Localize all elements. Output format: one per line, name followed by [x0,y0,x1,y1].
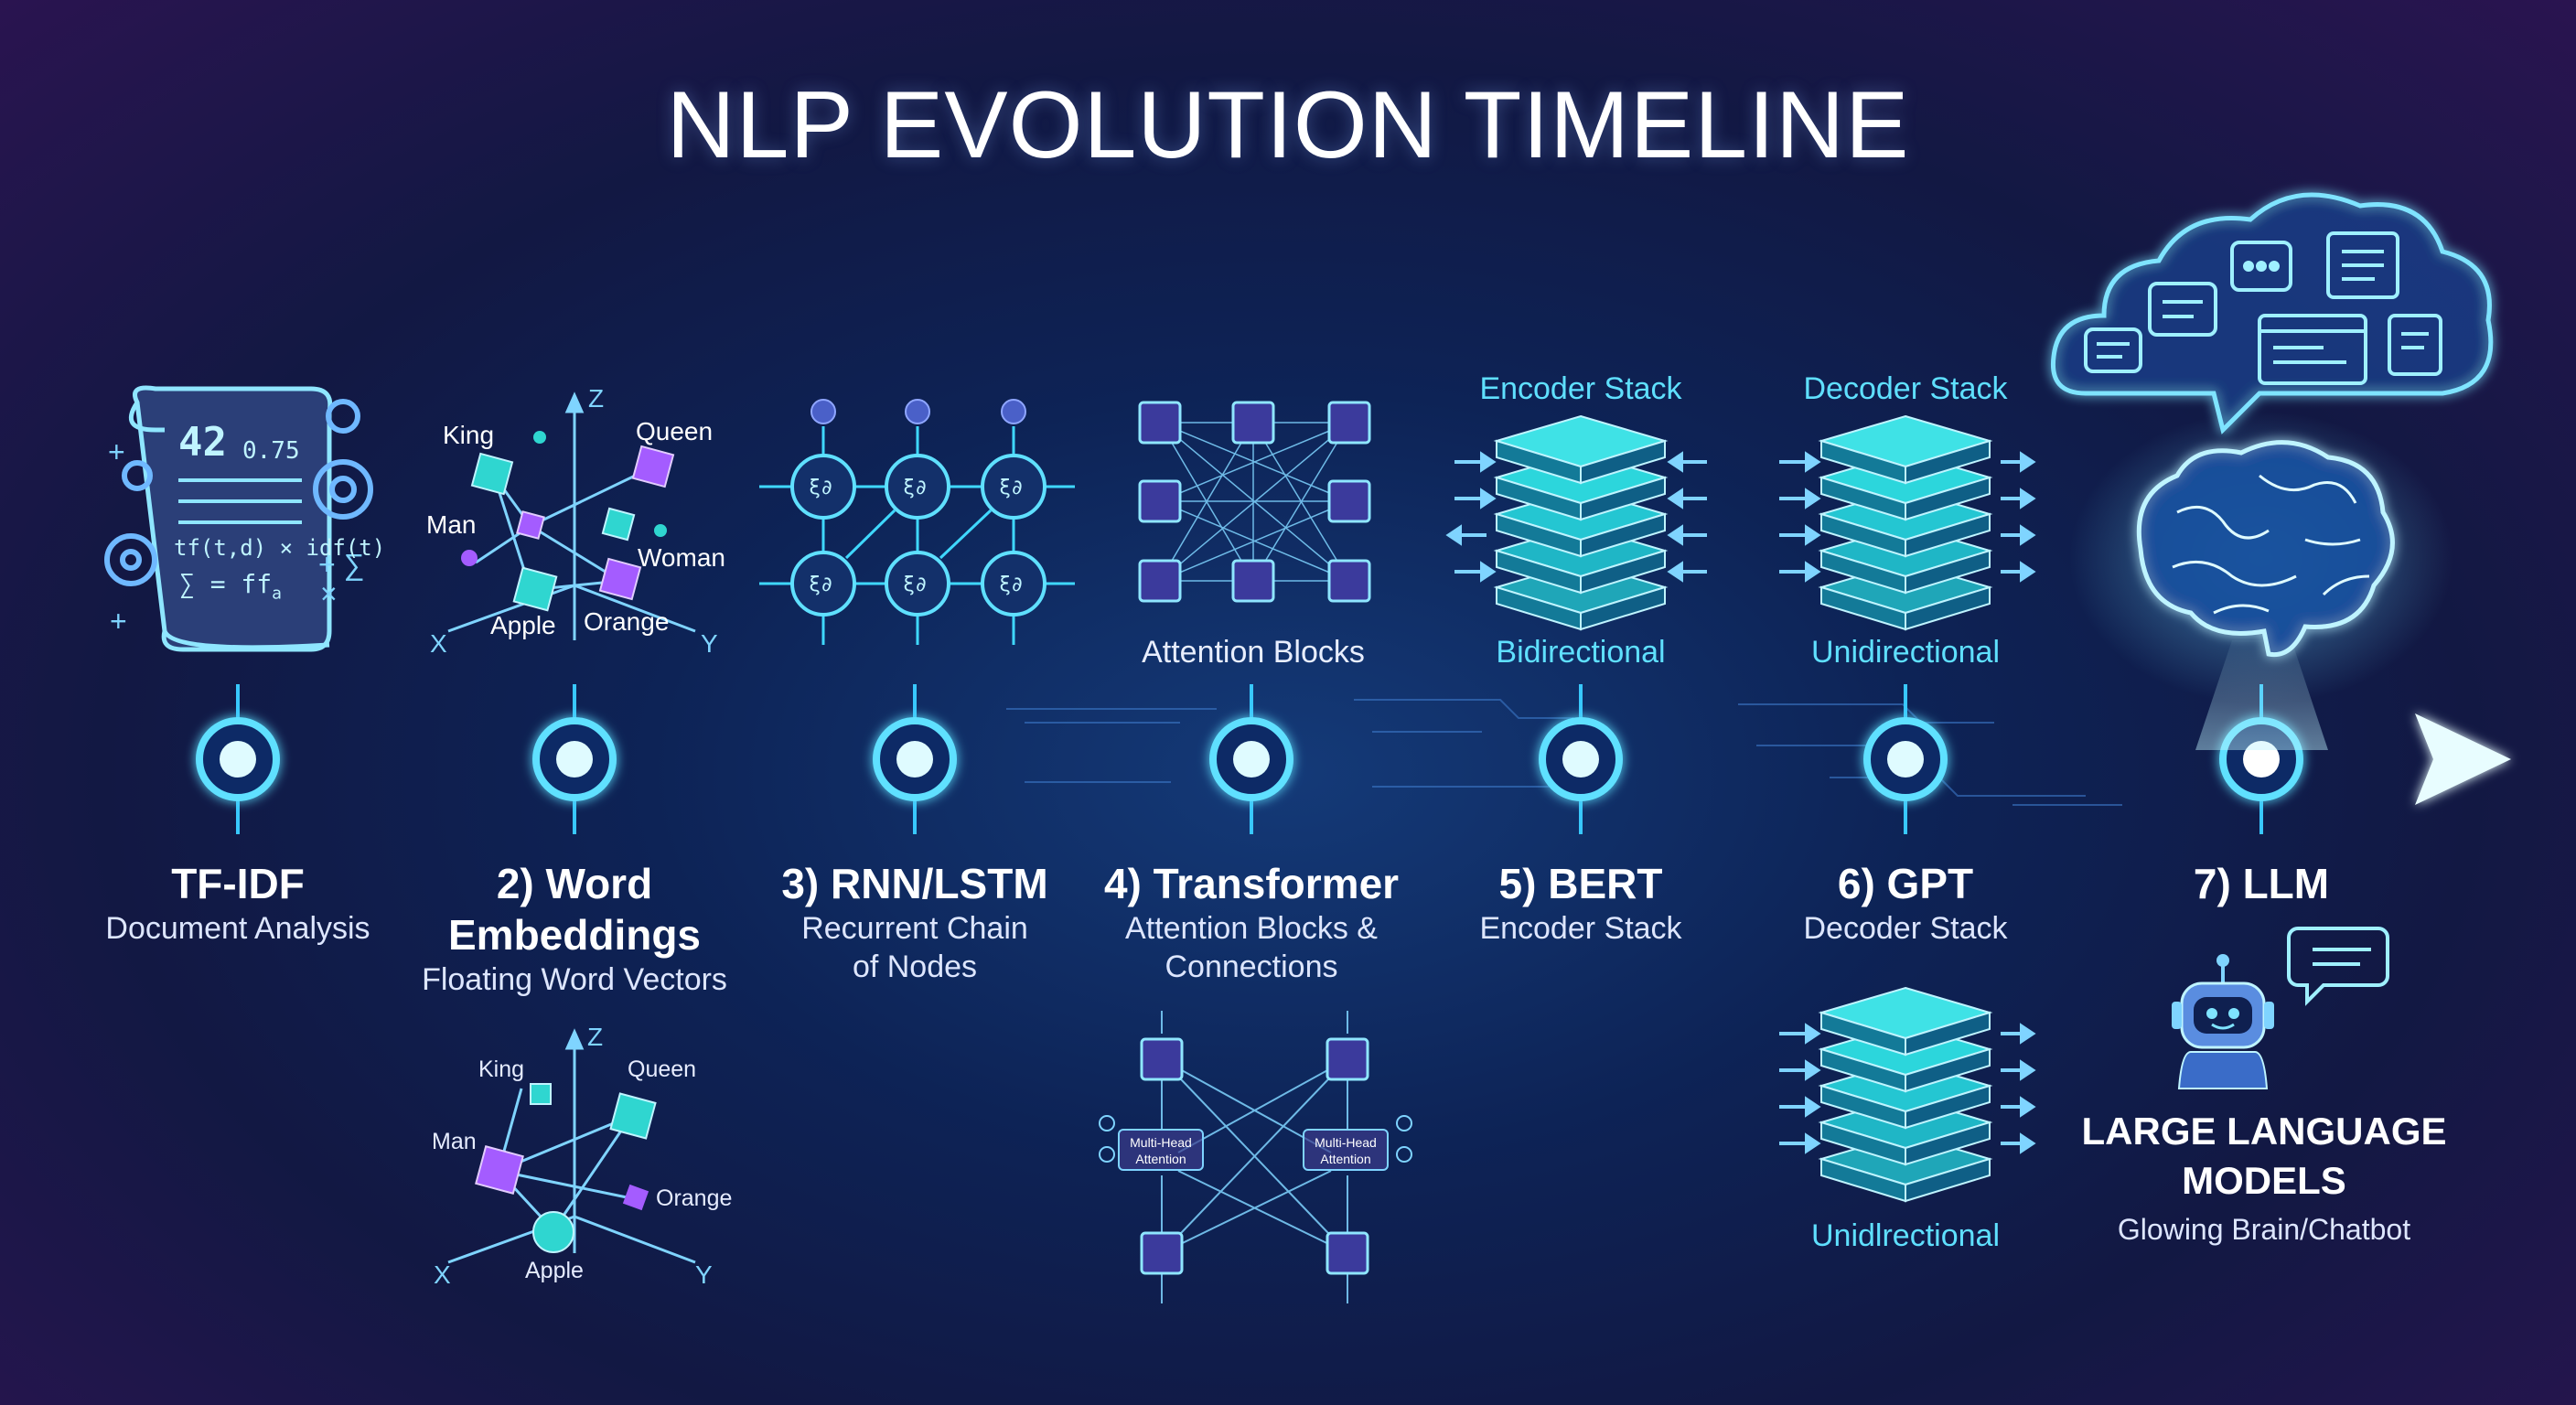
neuron-node-icon [790,454,1046,617]
label-queen: Queen [636,417,714,445]
timeline-node-1 [196,684,280,834]
stage-subtitle: Decoder Stack [1803,911,2008,946]
timeline-nodes [196,684,2303,834]
layer-stack-icon [1779,414,2036,631]
layer-stack-icon [1779,986,2036,1203]
tfidf-number: 42 [178,419,227,466]
stage-tfidf: TF-IDF Document Analysis [46,858,430,948]
gear-icon [104,399,373,586]
tfidf-formula: tf(t,d) × idf(t) [174,535,386,561]
layer-stack-icon [1445,414,1707,631]
svg-text:+: + [108,435,125,468]
axis-x-label: X [430,629,447,658]
attention-blocks-caption: Attention Blocks [1142,635,1365,670]
svg-text:ξ∂: ξ∂ [809,574,833,596]
cloud-icon [2050,192,2494,434]
gpt-top-caption: Decoder Stack [1803,371,2008,406]
page-title: NLP EVOLUTION TIMELINE [666,72,1910,178]
multi-head-attention-left: Multi-Head Attention [1118,1129,1204,1171]
timeline-node-6 [1863,684,1948,834]
timeline-node-3 [873,684,957,834]
robot-icon [2172,954,2274,1089]
stage-title: 7) LLM [2193,860,2330,907]
stage-llm: 7) LLM [2069,858,2453,909]
stage-subtitle: Recurrent Chain of Nodes [801,911,1028,984]
rnn-chain-diagram: ξ∂ ξ∂ ξ∂ ξ∂ ξ∂ ξ∂ [759,399,1075,645]
svg-text:ξ∂: ξ∂ [809,477,833,499]
svg-text:×: × [320,577,338,610]
tfidf-score: 0.75 [242,437,300,465]
stage-title: 6) GPT [1837,860,1974,907]
axis-y-label: Y [695,1260,713,1289]
label-orange: Orange [656,1185,733,1211]
stage-subtitle: Document Analysis [105,911,370,946]
llm-heading: LARGE LANGUAGE MODELS [2081,1110,2447,1202]
stage-transformer: 4) Transformer Attention Blocks & Connec… [1059,858,1444,986]
label-orange: Orange [584,607,670,636]
svg-text:+ ∑: + ∑ [318,548,364,581]
brain-icon [2069,412,2453,750]
label-queen: Queen [628,1056,697,1082]
stage-title: 4) Transformer [1103,860,1400,907]
svg-text:ξ∂: ξ∂ [999,477,1024,499]
llm-subheading: Glowing Brain/Chatbot [2117,1213,2411,1246]
cube-icon [475,1145,524,1195]
label-man: Man [426,510,477,539]
label-woman: Woman [638,543,725,572]
svg-text:ξ∂: ξ∂ [903,477,928,499]
stage-title: 5) BERT [1498,860,1663,907]
timeline-node-2 [532,684,617,834]
stage-title: 3) RNN/LSTM [781,860,1048,907]
stage-gpt: 6) GPT Decoder Stack [1713,858,2098,948]
embeddings-top-diagram [447,391,696,640]
stage-title: 2) Word Embeddings [447,860,702,959]
attention-blocks-bottom [1099,1011,1412,1303]
axis-x-label: X [434,1260,451,1289]
bert-top-caption: Encoder Stack [1479,371,1682,406]
axis-z-label: Z [587,1023,604,1051]
embeddings-bottom-diagram [447,1028,696,1264]
stage-title: TF-IDF [171,860,305,907]
timeline-arrowhead [2415,713,2511,805]
svg-text:ξ∂: ξ∂ [903,574,928,596]
stage-rnn-lstm: 3) RNN/LSTM Recurrent Chain of Nodes [723,858,1107,986]
label-apple: Apple [525,1258,584,1283]
stage-subtitle: Floating Word Vectors [422,962,727,997]
cube-icon [516,445,675,601]
gpt-lower-caption: Unidlrectional [1811,1218,2000,1253]
svg-text:ξ∂: ξ∂ [999,574,1024,596]
multi-head-attention-right: Multi-Head Attention [1303,1129,1389,1171]
math-symbols: + + + ∑× [108,435,364,638]
label-king: King [478,1056,525,1082]
cube-icon [530,1083,657,1140]
stage-subtitle: Attention Blocks & Connections [1125,911,1378,984]
chat-bubble-icon [2084,241,2292,373]
svg-text:+: + [110,605,127,638]
cube-icon [470,452,636,612]
axis-y-label: Y [701,629,718,658]
attention-block-icon [1140,1037,1369,1275]
attention-blocks-top [1138,401,1371,603]
timeline-node-4 [1209,684,1293,834]
timeline-axis [85,713,2511,805]
axis-z-label: Z [588,384,605,413]
attention-block-icon [1138,401,1371,603]
timeline-node-5 [1539,684,1623,834]
chat-bubble-icon [2287,927,2389,1006]
stage-bert: 5) BERT Encoder Stack [1389,858,1773,948]
stage-subtitle: Encoder Stack [1479,911,1682,946]
stage-word-embeddings: 2) Word Embeddings Floating Word Vectors [382,858,767,999]
label-man: Man [432,1129,477,1154]
document-scroll-icon [128,385,333,652]
tfidf-formula-sum: ∑ = ffa [179,569,282,604]
label-apple: Apple [490,611,556,639]
document-icon [2258,231,2442,385]
bert-bottom-caption: Bidirectional [1496,635,1666,670]
label-king: King [443,421,495,449]
gpt-bottom-caption: Unidirectional [1811,635,2000,670]
